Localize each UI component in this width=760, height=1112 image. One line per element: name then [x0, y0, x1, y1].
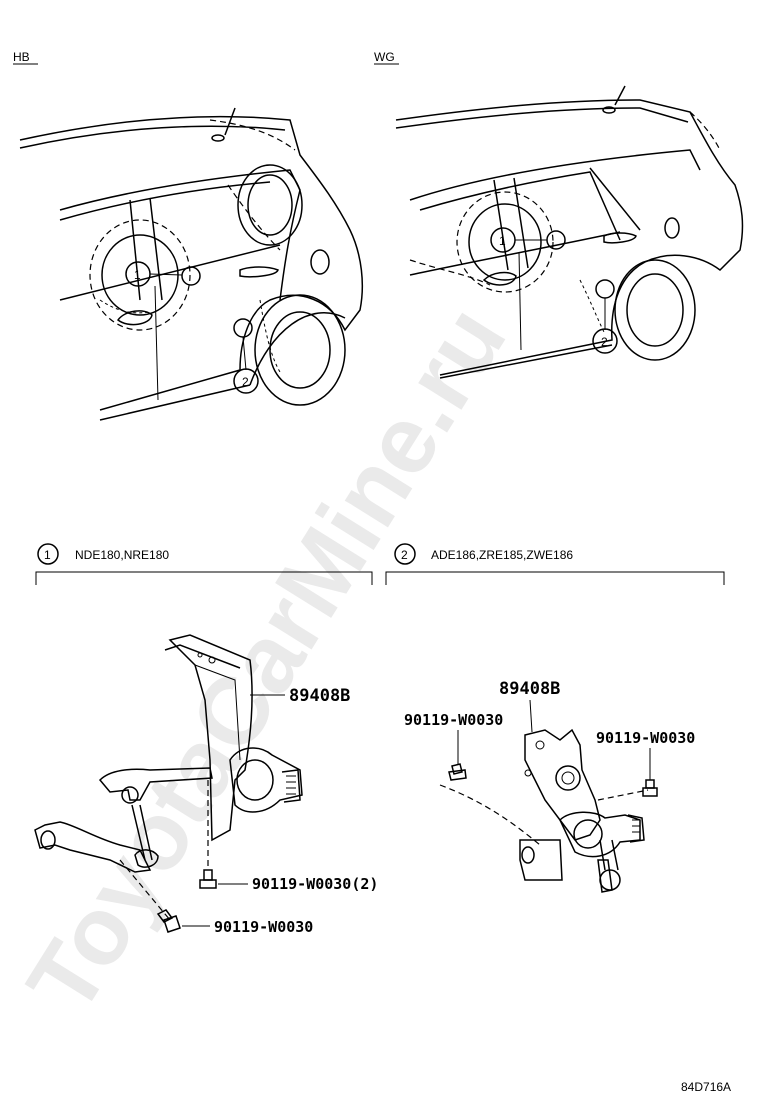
variant-2-circle [394, 543, 416, 565]
wg-sensor-location-1 [546, 230, 566, 250]
left-bolt-angled-icon [156, 909, 181, 933]
illustration-code: 84D716A [681, 1080, 731, 1094]
right-bolt-left-part-number: 90119-W0030 [404, 711, 503, 729]
left-bolt-part-number: 90119-W0030 [214, 918, 313, 936]
left-sensor-part-number: 89408B [289, 686, 350, 706]
right-height-sensor-assembly [439, 728, 649, 893]
hb-callout-1-pointer [154, 285, 159, 401]
left-height-sensor-assembly [34, 634, 303, 921]
variant-2-header: 2 ADE186,ZRE185,ZWE186 [385, 543, 725, 585]
variant-1-models: NDE180,NRE180 [75, 548, 169, 562]
right-sensor-part-number: 89408B [499, 679, 560, 699]
wg-title: WG [374, 50, 395, 64]
wg-view: WG 1 [374, 50, 744, 379]
variant-1-header: 1 NDE180,NRE180 [35, 543, 373, 585]
left-bolt-pair-part-number: 90119-W0030(2) [252, 875, 378, 893]
hb-callout-1-leader [149, 273, 183, 276]
wg-callout-1-pointer [518, 251, 522, 351]
wg-callout-1-label: 1 [499, 234, 506, 248]
right-sensor-leader [529, 699, 533, 733]
variant-2-bracket [385, 571, 725, 585]
right-bolt-right-icon [642, 779, 658, 797]
hb-title: HB [13, 50, 30, 64]
hb-view: HB 1 [13, 50, 364, 421]
wg-sensor-location-2 [595, 279, 615, 299]
hb-sensor-location-1 [181, 266, 201, 286]
left-bolt-vertical-icon [199, 869, 217, 889]
variant-1-circle [37, 543, 59, 565]
wg-car-outline [395, 85, 744, 379]
wg-callout-2-circle [592, 328, 618, 354]
hb-car-outline [19, 107, 364, 421]
variant-2-number: 2 [401, 548, 408, 562]
right-bolt-right-part-number: 90119-W0030 [596, 729, 695, 747]
hb-callout-2-leader [242, 336, 247, 371]
variant-2-models: ADE186,ZRE185,ZWE186 [431, 548, 573, 562]
variant-1-bracket [35, 571, 373, 585]
hb-sensor-location-2 [233, 318, 253, 338]
right-bolt-left-icon [448, 763, 467, 781]
hb-callout-1-label: 1 [134, 268, 141, 282]
hb-callout-2-circle [233, 368, 259, 394]
hb-callout-2-label: 2 [242, 375, 249, 389]
wg-callout-2-label: 2 [601, 335, 608, 349]
variant-1-number: 1 [44, 548, 51, 562]
